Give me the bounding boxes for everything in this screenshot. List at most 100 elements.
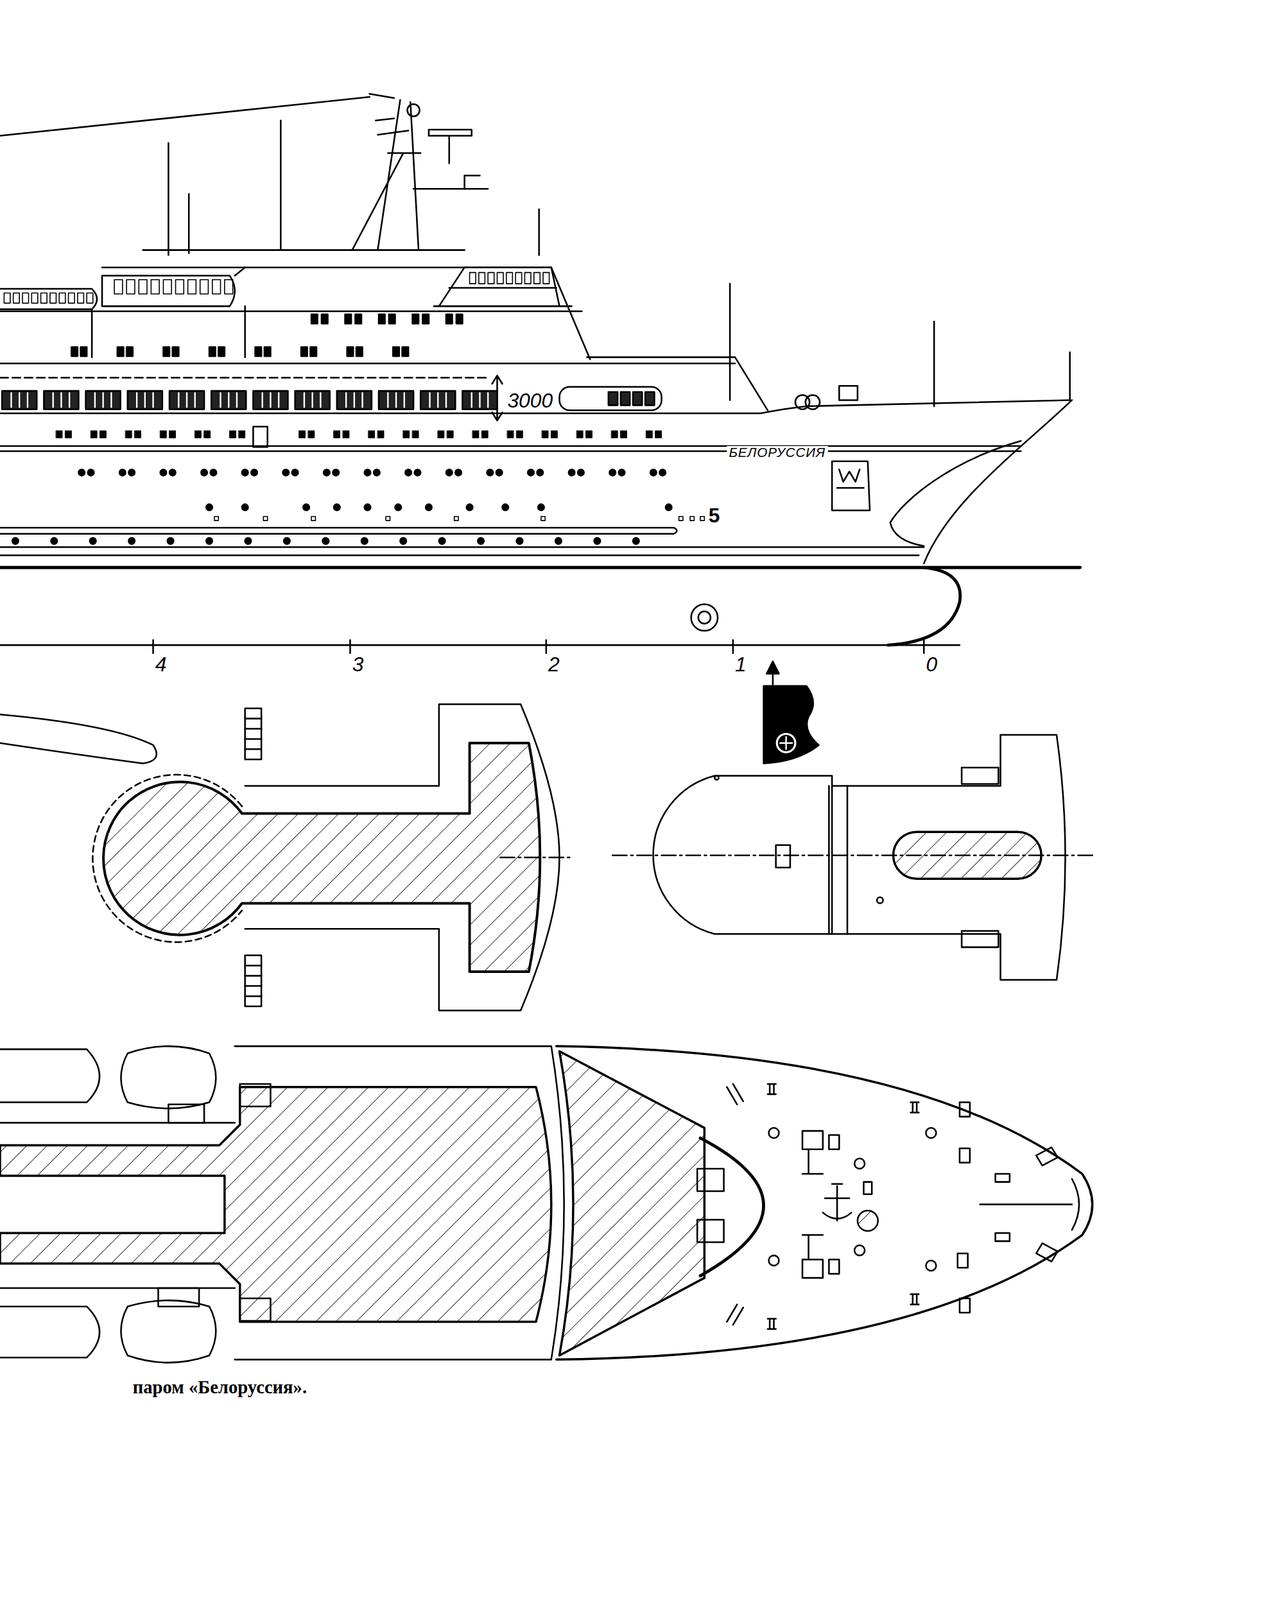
stairs bbox=[245, 718, 262, 997]
bridge-window bbox=[524, 272, 531, 284]
window bbox=[420, 390, 456, 410]
frame-number: 1 bbox=[734, 653, 747, 676]
emblem bbox=[776, 733, 796, 753]
window bbox=[541, 430, 549, 438]
window bbox=[402, 347, 409, 357]
bridge-window bbox=[506, 272, 513, 284]
window bbox=[446, 314, 453, 324]
porthole bbox=[89, 537, 97, 545]
window bbox=[586, 430, 593, 438]
porthole bbox=[361, 537, 368, 545]
window bbox=[646, 430, 653, 438]
window-mullion bbox=[387, 392, 404, 407]
porthole bbox=[527, 469, 535, 477]
bridge bbox=[433, 267, 572, 307]
bridge-window bbox=[469, 272, 477, 284]
window-mullion bbox=[430, 392, 447, 407]
deck-fitting bbox=[863, 1182, 872, 1195]
window bbox=[175, 279, 185, 294]
window-mullion bbox=[136, 392, 153, 407]
lifeboat-window bbox=[50, 292, 57, 303]
window bbox=[577, 430, 584, 438]
porthole bbox=[594, 537, 601, 545]
porthole bbox=[128, 469, 135, 477]
porthole bbox=[302, 504, 310, 511]
window bbox=[368, 430, 375, 438]
window bbox=[354, 314, 362, 324]
scupper bbox=[454, 516, 459, 521]
window bbox=[229, 430, 237, 438]
window bbox=[447, 430, 454, 438]
window bbox=[620, 392, 630, 406]
window bbox=[378, 390, 414, 410]
radar bbox=[428, 129, 481, 189]
window bbox=[150, 279, 160, 294]
window bbox=[310, 347, 317, 357]
bridge-window bbox=[543, 272, 550, 284]
window bbox=[378, 314, 386, 324]
hatched-house bbox=[103, 743, 540, 972]
window bbox=[188, 279, 197, 294]
window bbox=[347, 347, 354, 357]
frame-number: 0 bbox=[925, 653, 938, 676]
porthole bbox=[650, 469, 657, 477]
waterline bbox=[0, 566, 1081, 570]
scupper bbox=[263, 516, 268, 521]
deck-fitting bbox=[959, 1102, 970, 1117]
side-details bbox=[1, 272, 705, 545]
rub-strakes bbox=[0, 527, 924, 556]
caption: паром «Белоруссия». bbox=[132, 1378, 307, 1399]
porthole bbox=[242, 504, 249, 511]
side-view bbox=[0, 93, 1081, 654]
window bbox=[138, 279, 147, 294]
stairs bbox=[961, 767, 999, 784]
lifeboat-window bbox=[68, 292, 76, 303]
dimension-label: 3000 bbox=[507, 389, 553, 412]
window bbox=[403, 430, 410, 438]
baseline bbox=[0, 639, 960, 654]
porthole bbox=[78, 469, 85, 477]
scupper bbox=[690, 516, 694, 521]
porthole bbox=[665, 504, 673, 511]
superstructure-front bbox=[551, 267, 768, 411]
bollards bbox=[767, 1084, 919, 1330]
window bbox=[462, 390, 497, 410]
porthole bbox=[87, 469, 95, 477]
funnel bbox=[763, 686, 820, 764]
window bbox=[412, 430, 420, 438]
window bbox=[392, 347, 400, 357]
porthole bbox=[537, 469, 544, 477]
scupper bbox=[385, 516, 390, 521]
window bbox=[482, 430, 489, 438]
windlass bbox=[802, 1131, 839, 1279]
porthole bbox=[394, 504, 402, 511]
deck-fitting bbox=[957, 1253, 969, 1268]
window bbox=[126, 347, 133, 357]
bridge-window bbox=[497, 272, 504, 284]
centre-line bbox=[980, 1203, 1073, 1206]
centre-line bbox=[612, 854, 1092, 857]
window bbox=[65, 430, 72, 438]
bridge-window bbox=[478, 272, 486, 284]
lifeboat-window bbox=[22, 292, 29, 303]
scupper bbox=[214, 516, 219, 521]
window bbox=[224, 279, 234, 294]
stairs bbox=[168, 1104, 205, 1124]
porthole bbox=[659, 469, 666, 477]
scupper bbox=[679, 516, 684, 521]
porthole bbox=[405, 469, 412, 477]
porthole bbox=[206, 537, 213, 545]
window bbox=[200, 279, 209, 294]
window bbox=[645, 392, 655, 406]
window bbox=[342, 430, 350, 438]
fitting bbox=[714, 776, 719, 780]
window-mullion bbox=[262, 392, 279, 407]
window bbox=[611, 430, 619, 438]
porthole bbox=[283, 537, 291, 545]
porthole bbox=[169, 469, 176, 477]
window bbox=[212, 279, 221, 294]
vent-head bbox=[854, 1245, 865, 1256]
house-outline bbox=[831, 734, 1065, 981]
lifeboat-window bbox=[13, 292, 20, 303]
window bbox=[255, 347, 262, 357]
